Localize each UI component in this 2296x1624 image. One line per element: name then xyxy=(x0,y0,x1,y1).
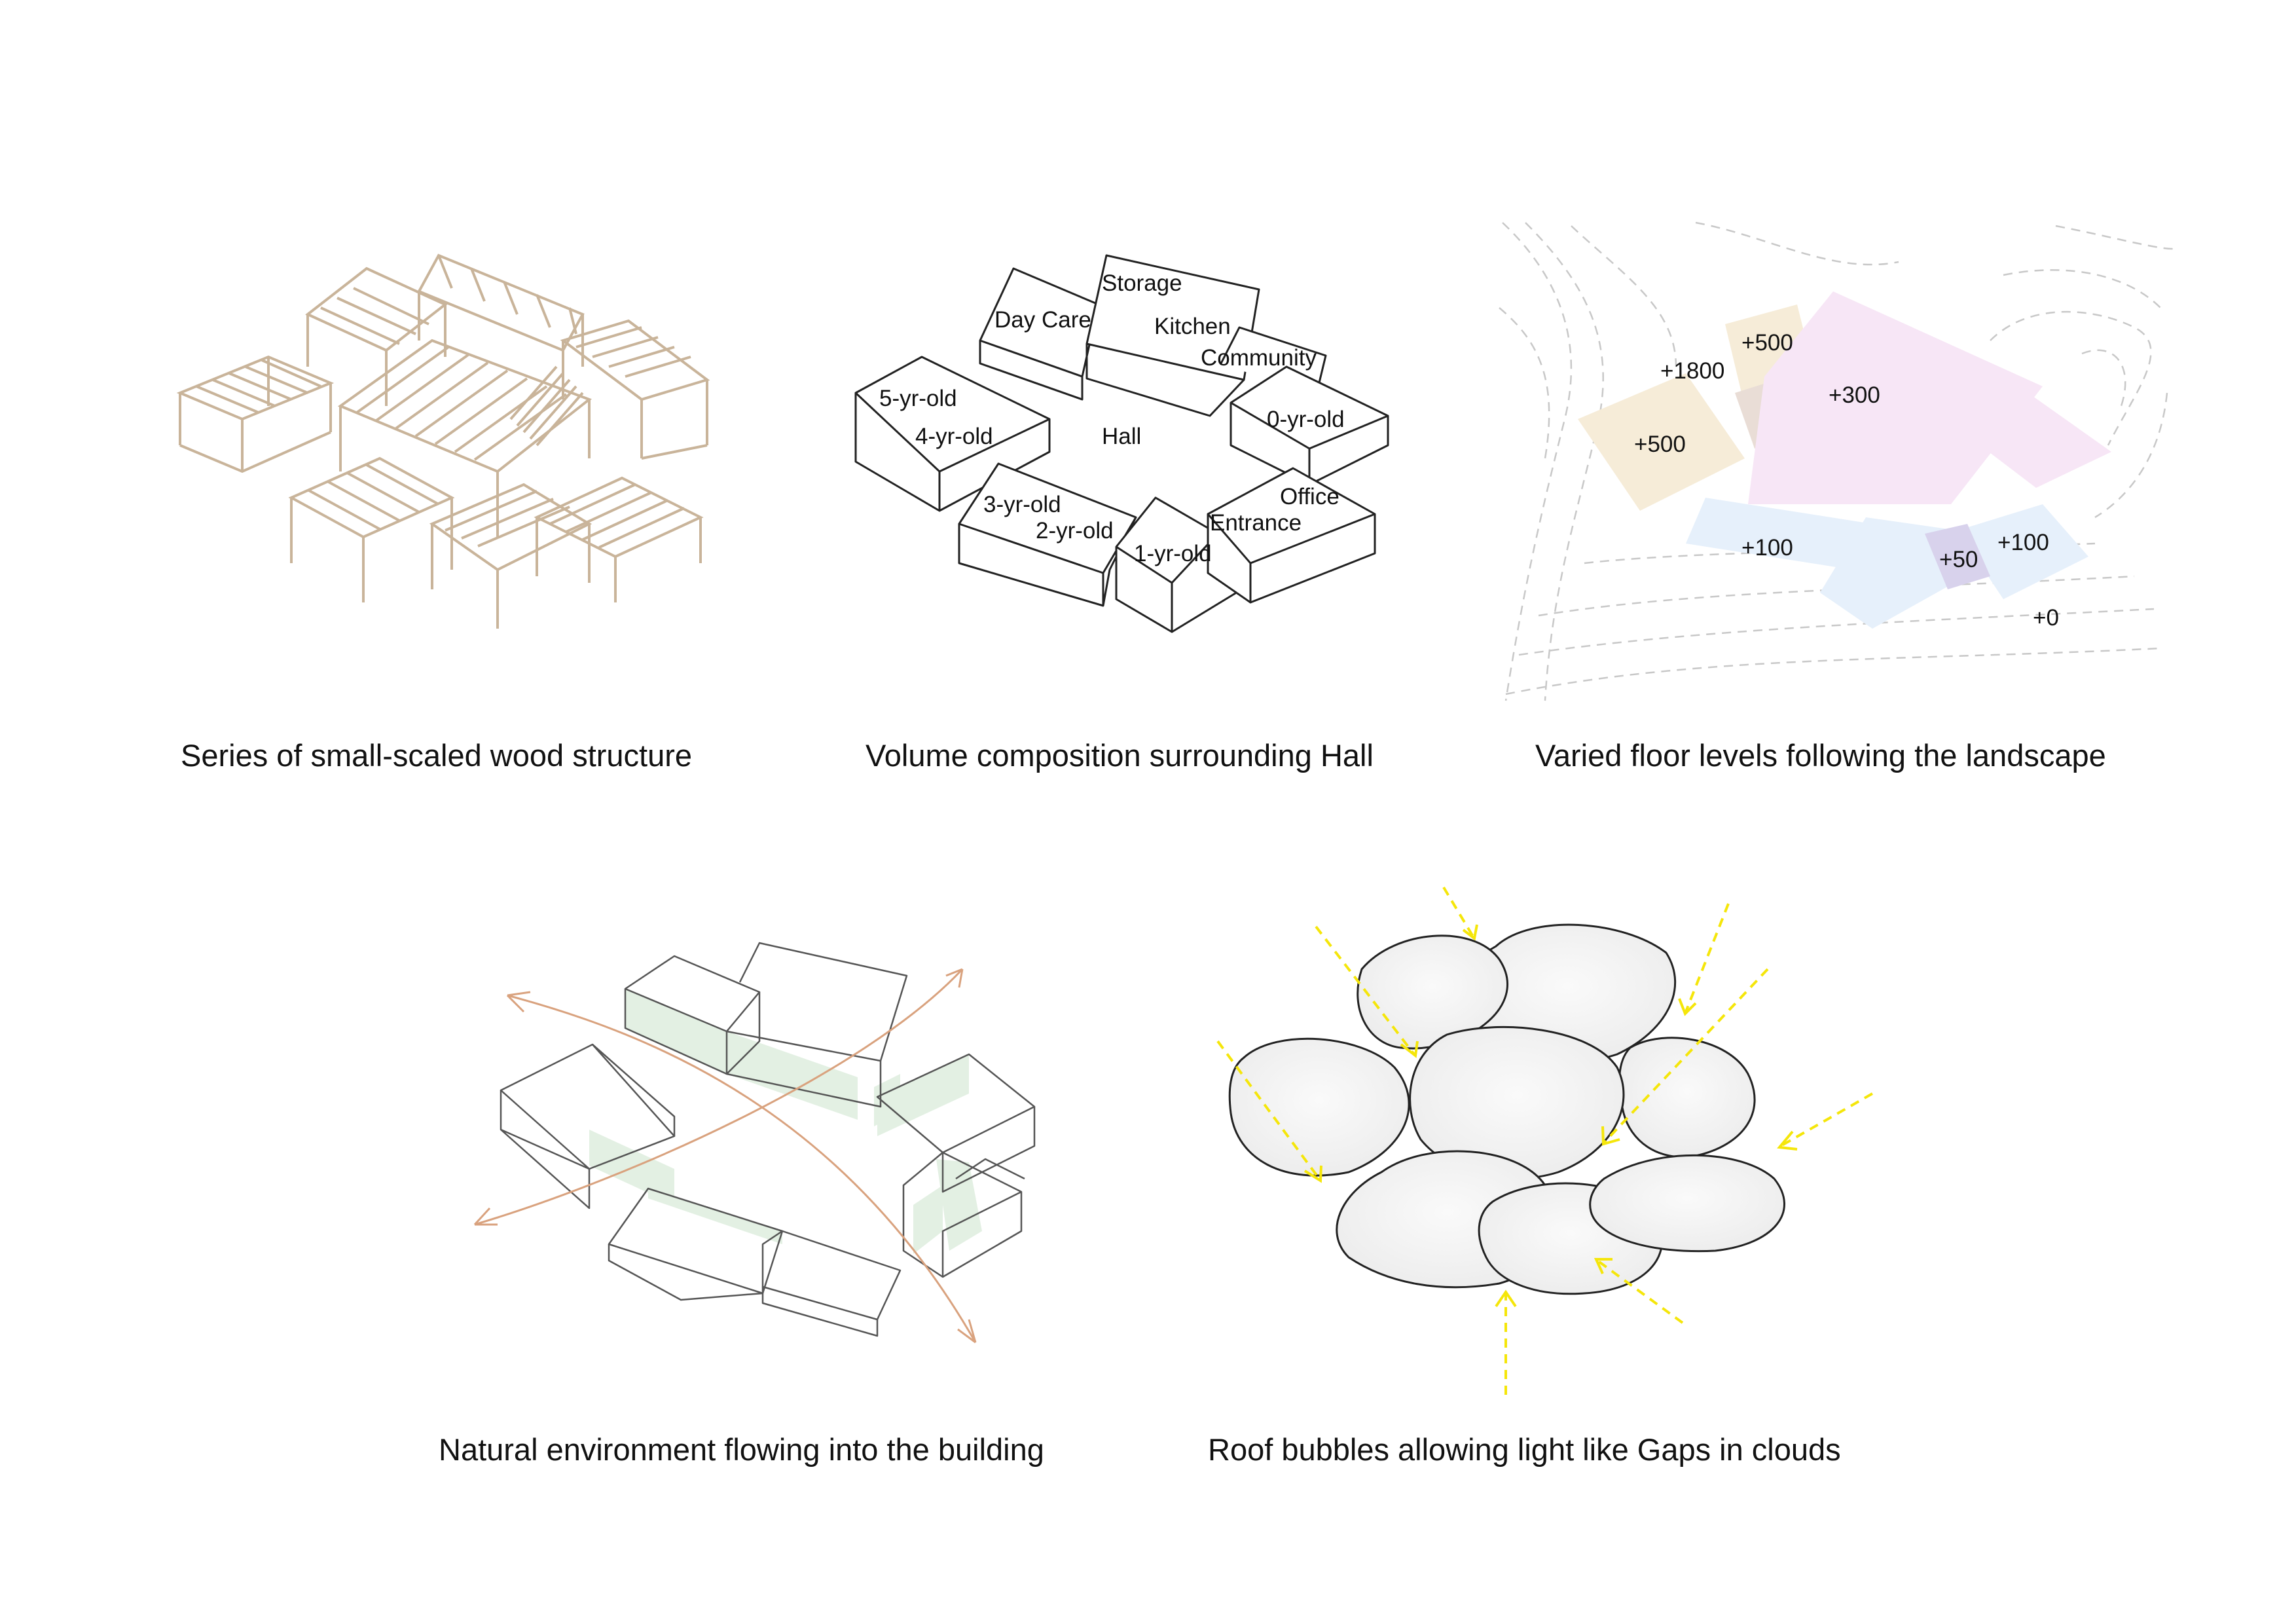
label-2-yr-old: 2-yr-old xyxy=(1036,518,1114,544)
nature-panel: Natural environment flowing into the bui… xyxy=(439,943,1044,1467)
label-hall: Hall xyxy=(1102,424,1141,449)
levels-caption: Varied floor levels following the landsc… xyxy=(1535,738,2106,773)
roof-panel: Roof bubbles allowing light like Gaps in… xyxy=(1208,887,1872,1467)
label-day-care: Day Care xyxy=(994,307,1091,333)
nature-caption: Natural environment flowing into the bui… xyxy=(439,1432,1044,1467)
level-1800: +1800 xyxy=(1660,358,1724,384)
label-office: Office xyxy=(1280,484,1339,509)
level-plates xyxy=(1578,291,2111,629)
label-0-yr-old: 0-yr-old xyxy=(1267,407,1345,432)
roof-caption: Roof bubbles allowing light like Gaps in… xyxy=(1208,1432,1841,1467)
green-walls xyxy=(589,989,982,1254)
level-500-top: +500 xyxy=(1741,330,1793,356)
label-storage: Storage xyxy=(1102,270,1182,296)
level-500-left: +500 xyxy=(1634,432,1686,457)
level-0: +0 xyxy=(2033,605,2059,631)
label-community: Community xyxy=(1201,345,1317,371)
label-1-yr-old: 1-yr-old xyxy=(1134,541,1212,566)
wood-caption: Series of small-scaled wood structure xyxy=(181,738,692,773)
roof-bubbles xyxy=(1230,925,1784,1294)
roof-bubble xyxy=(1230,1039,1409,1175)
building-wireframe xyxy=(501,943,1034,1336)
label-5-yr-old: 5-yr-old xyxy=(879,386,957,411)
roof-bubble xyxy=(1590,1155,1785,1251)
level-100-right: +100 xyxy=(1997,530,2049,555)
level-300: +300 xyxy=(1829,382,1880,408)
level-50: +50 xyxy=(1939,547,1978,572)
flow-arrows xyxy=(475,969,975,1342)
wood-frame-drawing xyxy=(180,255,707,629)
label-entrance: Entrance xyxy=(1210,510,1302,536)
levels-panel: +1800 +500 +500 +300 +100 +100 +50 +0 Va… xyxy=(1499,223,2174,773)
volume-panel: Storage Day Care Kitchen Community 5-yr-… xyxy=(856,255,1388,773)
label-kitchen: Kitchen xyxy=(1154,314,1231,339)
label-4-yr-old: 4-yr-old xyxy=(915,424,993,449)
label-3-yr-old: 3-yr-old xyxy=(983,492,1061,517)
volume-caption: Volume composition surrounding Hall xyxy=(866,738,1374,773)
level-100-left: +100 xyxy=(1741,535,1793,561)
wood-structure-panel: Series of small-scaled wood structure xyxy=(180,255,707,773)
